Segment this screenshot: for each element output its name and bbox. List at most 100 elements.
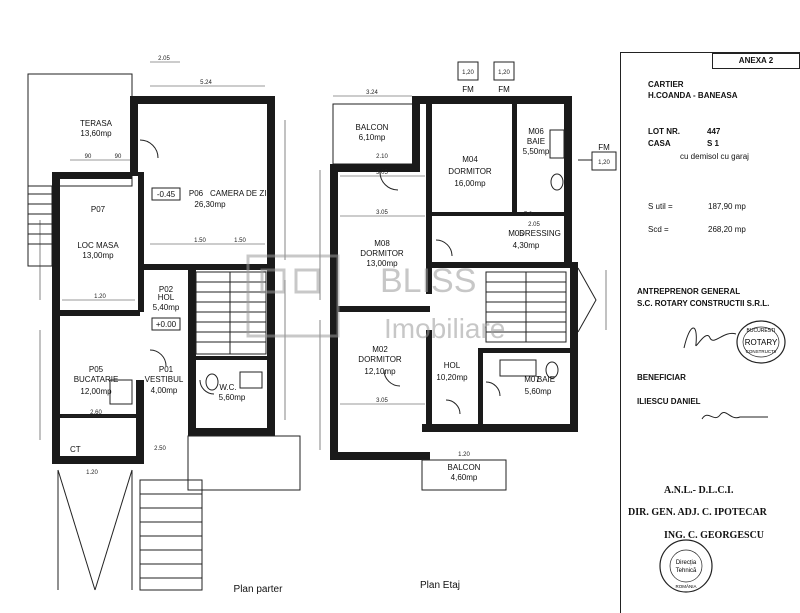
fm-dim: 1,20 bbox=[598, 160, 610, 166]
stamp-rotary-mid: ROTARY bbox=[745, 338, 778, 347]
wall-north bbox=[412, 96, 572, 104]
stamp-inner2: Tehnică bbox=[676, 568, 697, 574]
room-wc-area: 5,60mp bbox=[219, 393, 246, 402]
dim-label: 3.24 bbox=[366, 90, 378, 96]
dim-label: 2.05 bbox=[158, 56, 170, 62]
bay-window bbox=[577, 267, 597, 333]
room-balcon-south-name: BALCON bbox=[448, 463, 481, 472]
wall-west bbox=[52, 172, 60, 464]
room-m07-name: BAIE bbox=[537, 375, 555, 384]
room-m04-area: 16,00mp bbox=[454, 179, 486, 188]
room-m05-area: 4,30mp bbox=[513, 241, 540, 250]
room-m02-code: M02 bbox=[372, 345, 388, 354]
wall-west bbox=[330, 164, 338, 460]
stamp-rotary-bottom: CONSTRUCTII bbox=[746, 349, 777, 354]
room-m08-area: 13,00mp bbox=[366, 259, 398, 268]
dim-label: 3.05 bbox=[376, 210, 388, 216]
room-m07-code: M07 bbox=[524, 375, 540, 384]
dim-label: 7.9 bbox=[524, 212, 533, 218]
room-m05-name: DRESSING bbox=[519, 229, 561, 238]
room-p01-code: P01 bbox=[159, 365, 174, 374]
dim-label: 1.50 bbox=[194, 238, 206, 244]
room-terasa-name: TERASA bbox=[80, 119, 113, 128]
room-p06-code: P06 bbox=[189, 189, 204, 198]
watermark: BLISS Imobiliare bbox=[246, 254, 505, 344]
stamp-ring: ROMÂNIA bbox=[675, 583, 696, 589]
entry-stairs bbox=[139, 479, 203, 591]
floor-plans-drawing: TERASA 13,60mp P06 CAMERA DE ZI 26,30mp … bbox=[27, 56, 617, 595]
room-balcon-north-area: 6,10mp bbox=[359, 133, 386, 142]
dim-label: 3.05 bbox=[376, 398, 388, 404]
watermark-line1: BLISS bbox=[380, 262, 476, 300]
lot-label: LOT NR. bbox=[648, 127, 680, 136]
stamp-rotary-top: BUCURESTI bbox=[747, 328, 776, 334]
beneficiar-label: BENEFICIAR bbox=[637, 373, 686, 382]
caption-plan-etaj: Plan Etaj bbox=[420, 580, 460, 591]
plan-parter: TERASA 13,60mp P06 CAMERA DE ZI 26,30mp … bbox=[27, 56, 301, 595]
level-zero: +0.00 bbox=[156, 320, 177, 329]
scd-value: 268,20 mp bbox=[708, 225, 746, 234]
room-p06-name: CAMERA DE ZI bbox=[210, 189, 266, 198]
signature-antreprenor-icon bbox=[683, 327, 737, 349]
casa-label: CASA bbox=[648, 139, 671, 148]
dim-label: 2.05 bbox=[528, 222, 540, 228]
wall-east-upper bbox=[564, 96, 572, 266]
dim-label: 2.60 bbox=[90, 410, 102, 416]
anl-dlci: A.N.L.- D.L.C.I. bbox=[664, 485, 734, 496]
stamp-directia-tehnica: Direcția Tehnică ROMÂNIA bbox=[659, 539, 713, 593]
wc-toilet bbox=[205, 373, 219, 391]
room-p02-name: HOL bbox=[158, 293, 175, 302]
room-hol-etaj-area: 10,20mp bbox=[436, 373, 468, 382]
dim-label: 1.20 bbox=[86, 470, 98, 476]
ing-georgescu: ING. C. GEORGESCU bbox=[664, 530, 765, 541]
room-p07-name: LOC MASA bbox=[77, 241, 119, 250]
sutil-value: 187,90 mp bbox=[708, 202, 746, 211]
fm-mark: FM bbox=[498, 85, 510, 94]
anexa-label: ANEXA 2 bbox=[712, 53, 800, 69]
wc-toilet bbox=[550, 173, 564, 191]
fm-dim: 1,20 bbox=[462, 70, 474, 76]
level-minus-045: -0.45 bbox=[157, 190, 176, 199]
room-p07-area: 13,00mp bbox=[82, 251, 114, 260]
room-m04-code: M04 bbox=[462, 155, 478, 164]
antreprenor-label: ANTREPRENOR GENERAL bbox=[637, 287, 741, 296]
label-ct: CT bbox=[70, 445, 81, 454]
room-m02-name: DORMITOR bbox=[358, 355, 402, 364]
room-p06-area: 26,30mp bbox=[194, 200, 226, 209]
wall-east bbox=[267, 96, 275, 366]
sutil-label: S util = bbox=[648, 202, 673, 211]
stamp-rotary: BUCURESTI ROTARY CONSTRUCTII bbox=[736, 320, 786, 364]
room-p05-code: P05 bbox=[89, 365, 104, 374]
room-p01-name: VESTIBUL bbox=[145, 375, 184, 384]
wall-south bbox=[330, 452, 430, 460]
dim-label: 90 bbox=[85, 154, 92, 160]
watermark-logo-icon bbox=[246, 254, 340, 338]
bath-tub bbox=[549, 129, 565, 159]
room-m08-name: DORMITOR bbox=[360, 249, 404, 258]
room-p05-area: 12,00mp bbox=[80, 387, 112, 396]
stairs-etaj bbox=[485, 271, 567, 343]
wall-north bbox=[130, 96, 275, 104]
dim-label: 2.10 bbox=[376, 154, 388, 160]
scd-label: Scd = bbox=[648, 225, 669, 234]
casa-value: S 1 bbox=[707, 139, 720, 148]
room-m07-area: 5,60mp bbox=[525, 387, 552, 396]
antreprenor-value: S.C. ROTARY CONSTRUCTII S.R.L. bbox=[637, 299, 770, 308]
plan-etaj: BALCON 6,10mp M04 DORMITOR 16,00mp M06 B… bbox=[319, 61, 617, 591]
beneficiar-value: ILIESCU DANIEL bbox=[637, 397, 701, 406]
wall-south bbox=[52, 456, 142, 464]
balcon-south-outline bbox=[421, 459, 507, 491]
dim-label: 1.20 bbox=[94, 294, 106, 300]
dim-label: 5.24 bbox=[200, 80, 212, 86]
dim-label: 90 bbox=[115, 154, 122, 160]
signature-beneficiar-icon bbox=[701, 412, 768, 420]
room-m06-code: M06 bbox=[528, 127, 544, 136]
watermark-line2: Imobiliare bbox=[384, 313, 505, 344]
room-m05-code: M05 bbox=[508, 229, 524, 238]
fm-dim: 1,20 bbox=[498, 70, 510, 76]
room-p07-code: P07 bbox=[91, 205, 106, 214]
room-wc-name: W.C. bbox=[219, 383, 236, 392]
room-balcon-south-area: 4,60mp bbox=[451, 473, 478, 482]
dim-label: 3.05 bbox=[376, 170, 388, 176]
room-hol-etaj-name: HOL bbox=[444, 361, 461, 370]
